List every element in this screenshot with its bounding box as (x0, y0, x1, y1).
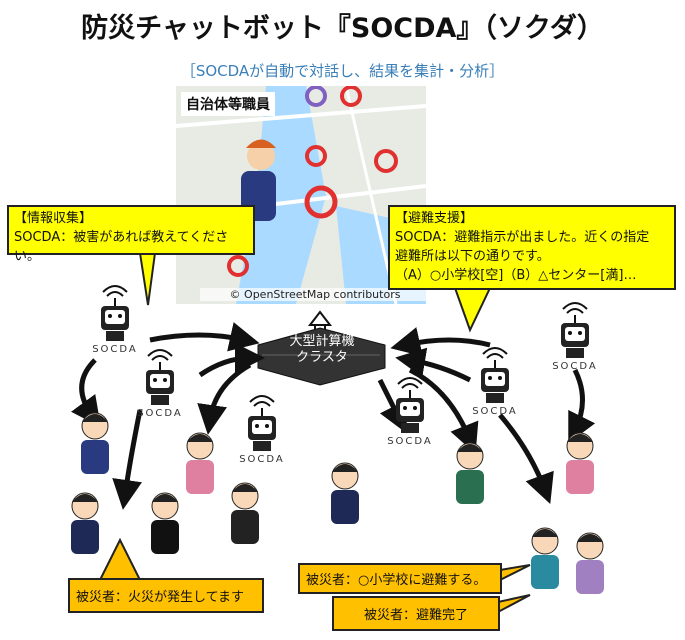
person-icon (531, 527, 559, 589)
map-marker (374, 149, 398, 173)
arrows (71, 322, 596, 510)
person-icon (456, 442, 484, 504)
map-marker (340, 86, 362, 107)
bubble-text: 避難所は以下の通りです。 (395, 249, 550, 264)
robot-icon (481, 347, 509, 403)
bubble-tail (98, 537, 142, 581)
robot-icon (146, 349, 174, 405)
cluster-line1: 大型計算機 (289, 334, 355, 349)
robot-label: SOCDA (239, 454, 285, 465)
robot-label: SOCDA (137, 408, 183, 419)
victim-done-bubble: 被災者：避難完了 (332, 596, 500, 631)
map-label: 自治体等職員 (181, 92, 275, 116)
person-icon (231, 482, 259, 544)
map-marker (305, 86, 327, 107)
map-image (176, 86, 426, 304)
person-icon (71, 492, 99, 554)
robot-label: SOCDA (92, 344, 138, 355)
victim-evacuating-bubble: 被災者：○小学校に避難する。 (298, 563, 502, 594)
bubble-heading: 【避難支援】 (395, 211, 474, 226)
bubble-tail (453, 287, 492, 333)
robot-label: SOCDA (552, 361, 598, 372)
robot-label: SOCDA (472, 406, 518, 417)
cluster-line2: クラスタ (296, 350, 348, 365)
map-marker (304, 185, 338, 219)
robot-label: SOCDA (387, 436, 433, 447)
water (236, 86, 326, 304)
person-icon (331, 462, 359, 524)
map-marker (227, 255, 249, 277)
map-marker (305, 145, 327, 167)
map-credit: © OpenStreetMap contributors (200, 288, 430, 301)
robot-icon (248, 395, 276, 451)
up-arrow (307, 310, 333, 331)
bubble-text: SOCDA：避難指示が出ました。近くの指定 (395, 230, 650, 245)
person-icon (81, 412, 109, 474)
victim-fire-bubble: 被災者：火災が発生してます (68, 578, 264, 613)
cluster-label: 大型計算機 クラスタ (272, 334, 372, 366)
robot-icon (396, 377, 424, 433)
person-icon (151, 492, 179, 554)
bubble-text: （A）○小学校[空]（B）△センター[満]… (395, 268, 637, 283)
person-icon (576, 532, 604, 594)
robot-icon (561, 302, 589, 358)
bubble-tail (499, 564, 531, 582)
person-icon (186, 432, 214, 494)
info-gathering-bubble: 【情報収集】 SOCDA：被害があれば教えてください。 (7, 205, 255, 264)
bubble-text: SOCDA：被害があれば教えてください。 (14, 230, 229, 264)
person-icon (566, 432, 594, 494)
page-title: 防災チャットボット『SOCDA』（ソクダ） (81, 13, 604, 44)
bubble-heading: 【情報収集】 (14, 211, 93, 226)
subtitle: ［SOCDAが自動で対話し、結果を集計・分析］ (180, 62, 505, 80)
robot-icon (101, 285, 129, 341)
bubble-tail (497, 594, 531, 614)
evacuation-support-bubble: 【避難支援】 SOCDA：避難指示が出ました。近くの指定 避難所は以下の通りです… (388, 205, 676, 290)
